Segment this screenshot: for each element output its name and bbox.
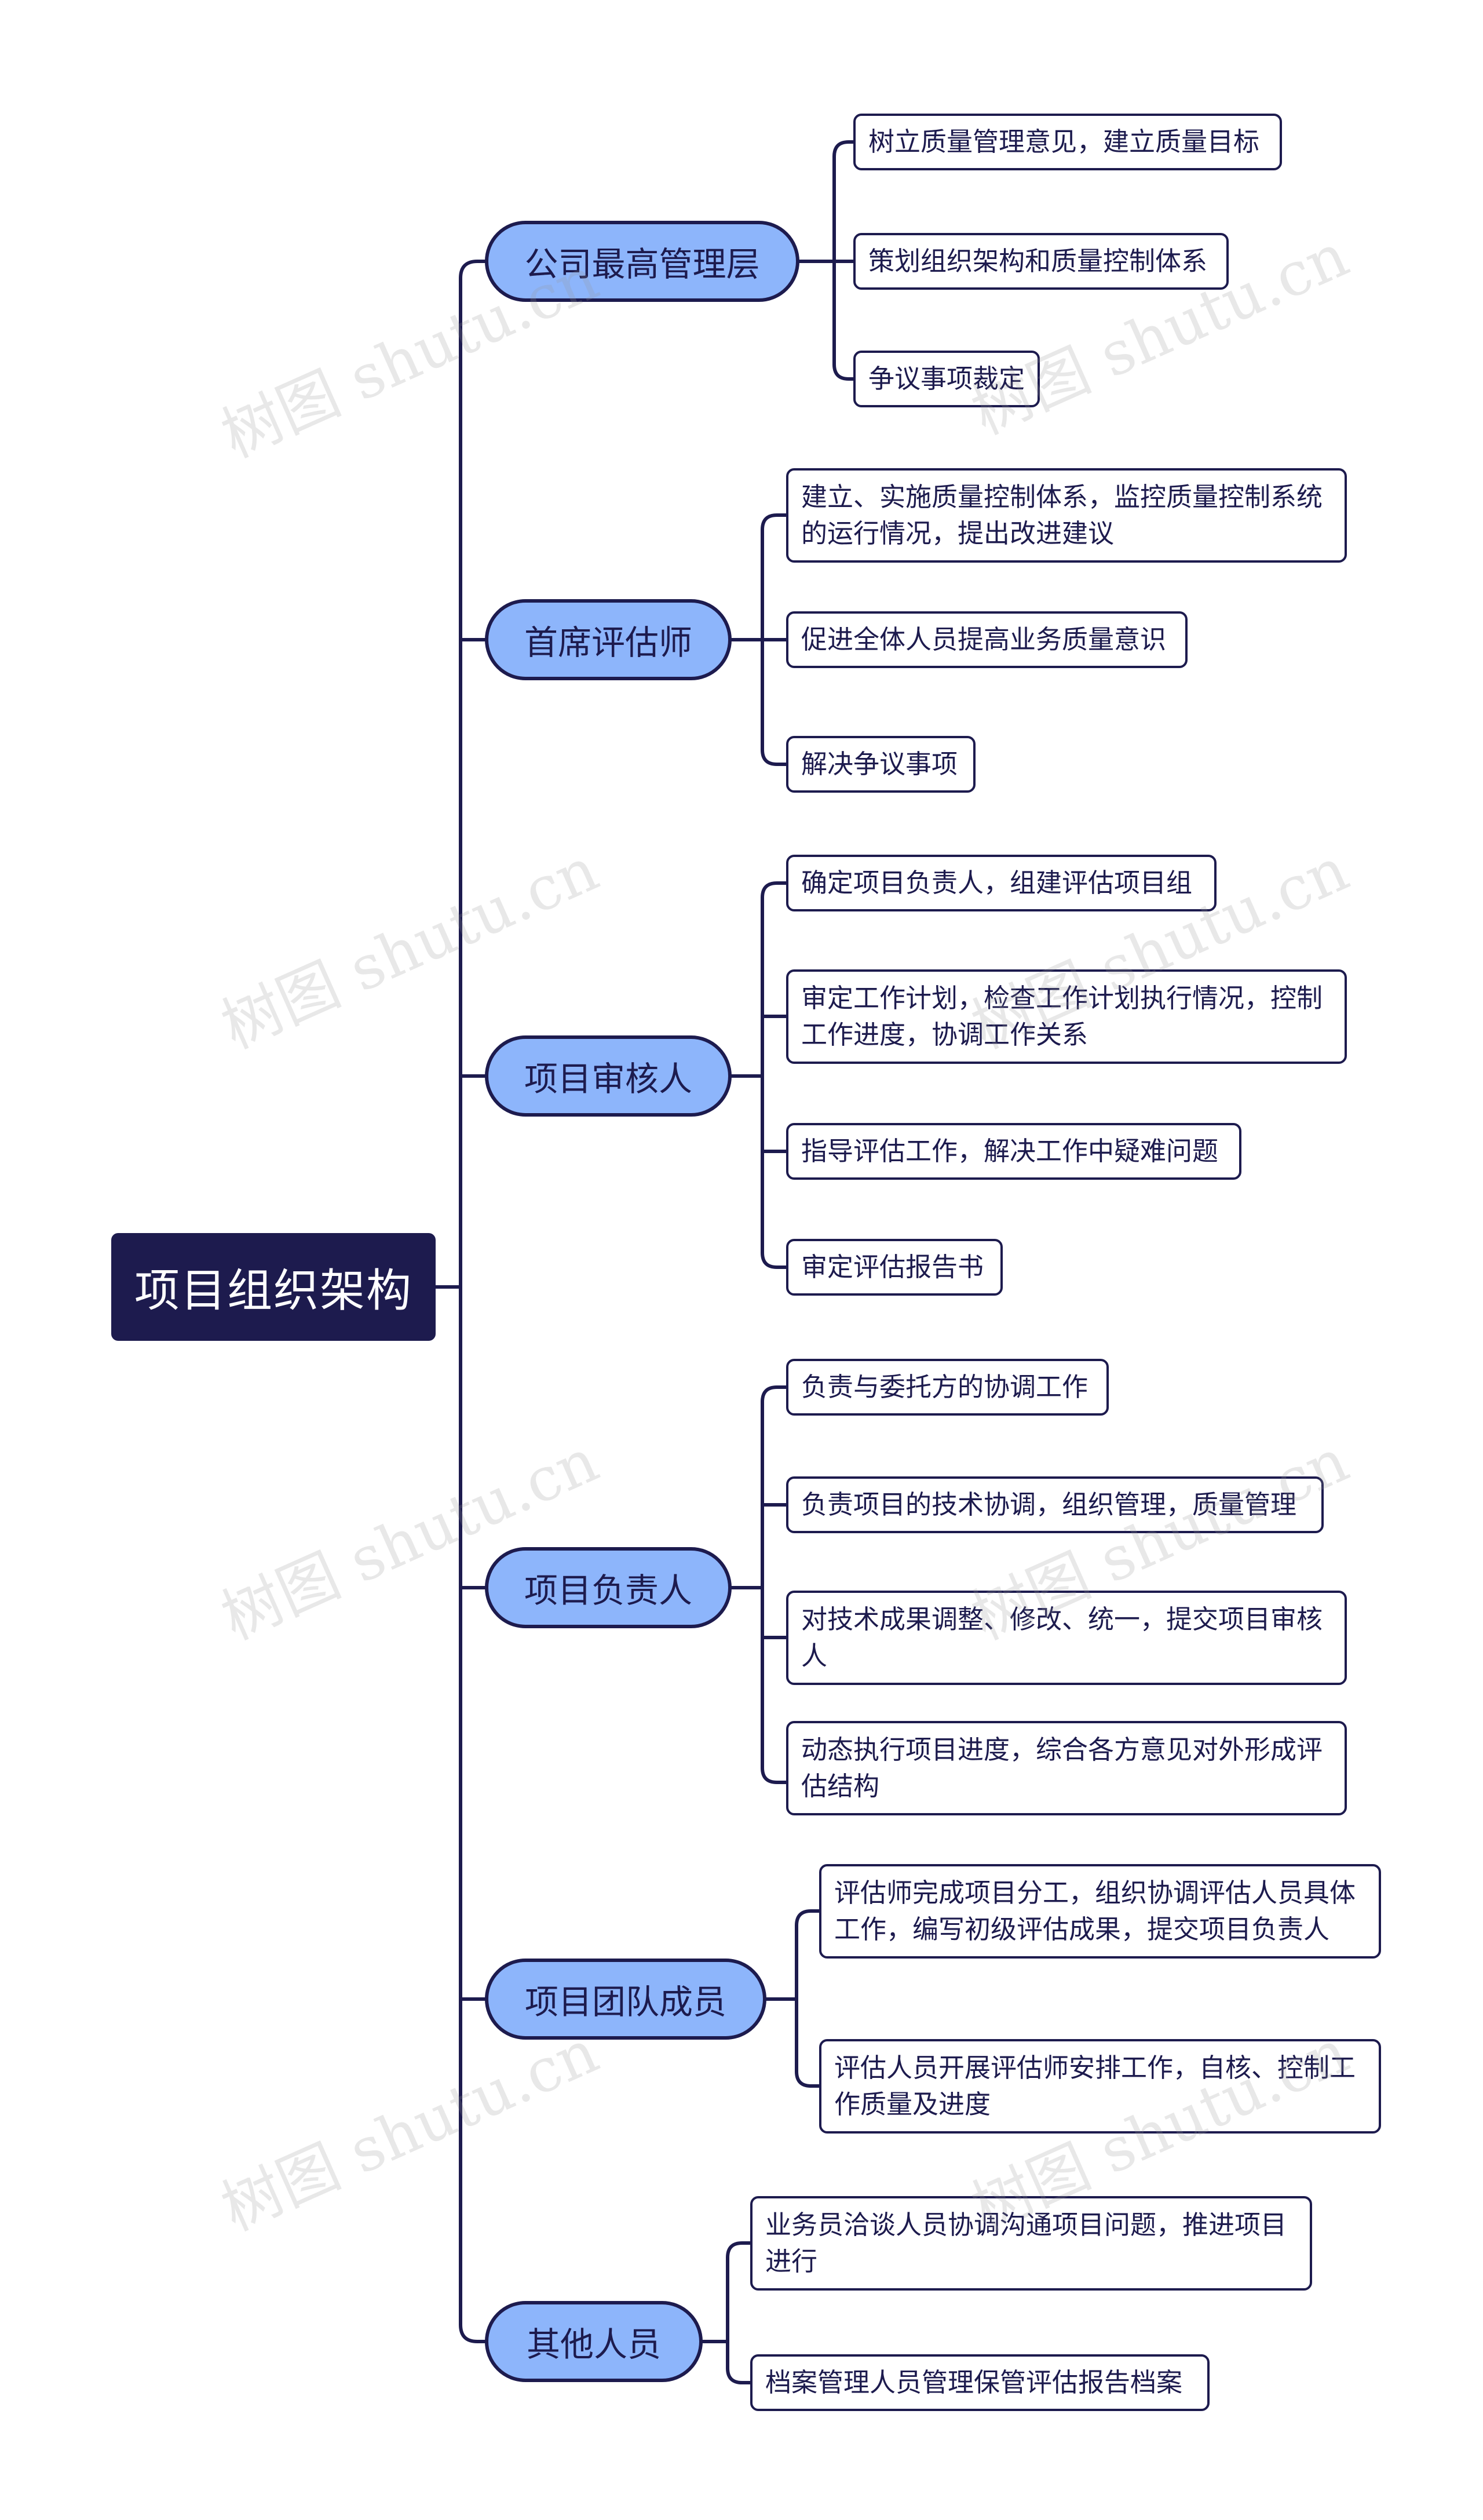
leaf-node[interactable]: 解决争议事项 (786, 736, 976, 793)
leaf-node[interactable]: 业务员洽谈人员协调沟通项目问题，推进项目进行 (750, 2196, 1312, 2291)
leaf-node[interactable]: 负责与委托方的协调工作 (786, 1359, 1109, 1416)
leaf-node[interactable]: 评估人员开展评估师安排工作，自核、控制工作质量及进度 (819, 2039, 1381, 2134)
leaf-node[interactable]: 档案管理人员管理保管评估报告档案 (750, 2354, 1210, 2411)
leaf-node[interactable]: 促进全体人员提高业务质量意识 (786, 611, 1188, 668)
leaf-node[interactable]: 策划组织架构和质量控制体系 (853, 233, 1229, 290)
root-node[interactable]: 项目组织架构 (111, 1233, 436, 1341)
leaf-node[interactable]: 负责项目的技术协调，组织管理，质量管理 (786, 1476, 1324, 1533)
branch-top-management[interactable]: 公司最高管理层 (485, 221, 799, 302)
branch-chief-appraiser[interactable]: 首席评估师 (485, 599, 732, 680)
leaf-node[interactable]: 争议事项裁定 (853, 351, 1040, 407)
leaf-node[interactable]: 对技术成果调整、修改、统一，提交项目审核人 (786, 1591, 1347, 1685)
branch-project-reviewer[interactable]: 项目审核人 (485, 1035, 732, 1117)
leaf-node[interactable]: 指导评估工作，解决工作中疑难问题 (786, 1123, 1241, 1180)
branch-project-lead[interactable]: 项目负责人 (485, 1547, 732, 1628)
branch-team-members[interactable]: 项目团队成员 (485, 1959, 766, 2040)
leaf-node[interactable]: 动态执行项目进度，综合各方意见对外形成评估结构 (786, 1721, 1347, 1815)
leaf-node[interactable]: 审定评估报告书 (786, 1239, 1003, 1296)
leaf-node[interactable]: 评估师完成项目分工，组织协调评估人员具体工作，编写初级评估成果，提交项目负责人 (819, 1864, 1381, 1959)
branch-other-staff[interactable]: 其他人员 (485, 2301, 703, 2382)
leaf-node[interactable]: 树立质量管理意见，建立质量目标 (853, 114, 1282, 170)
leaf-node[interactable]: 审定工作计划，检查工作计划执行情况，控制工作进度，协调工作关系 (786, 969, 1347, 1064)
leaf-node[interactable]: 建立、实施质量控制体系，监控质量控制系统的运行情况，提出改进建议 (786, 468, 1347, 563)
leaf-node[interactable]: 确定项目负责人，组建评估项目组 (786, 855, 1217, 911)
